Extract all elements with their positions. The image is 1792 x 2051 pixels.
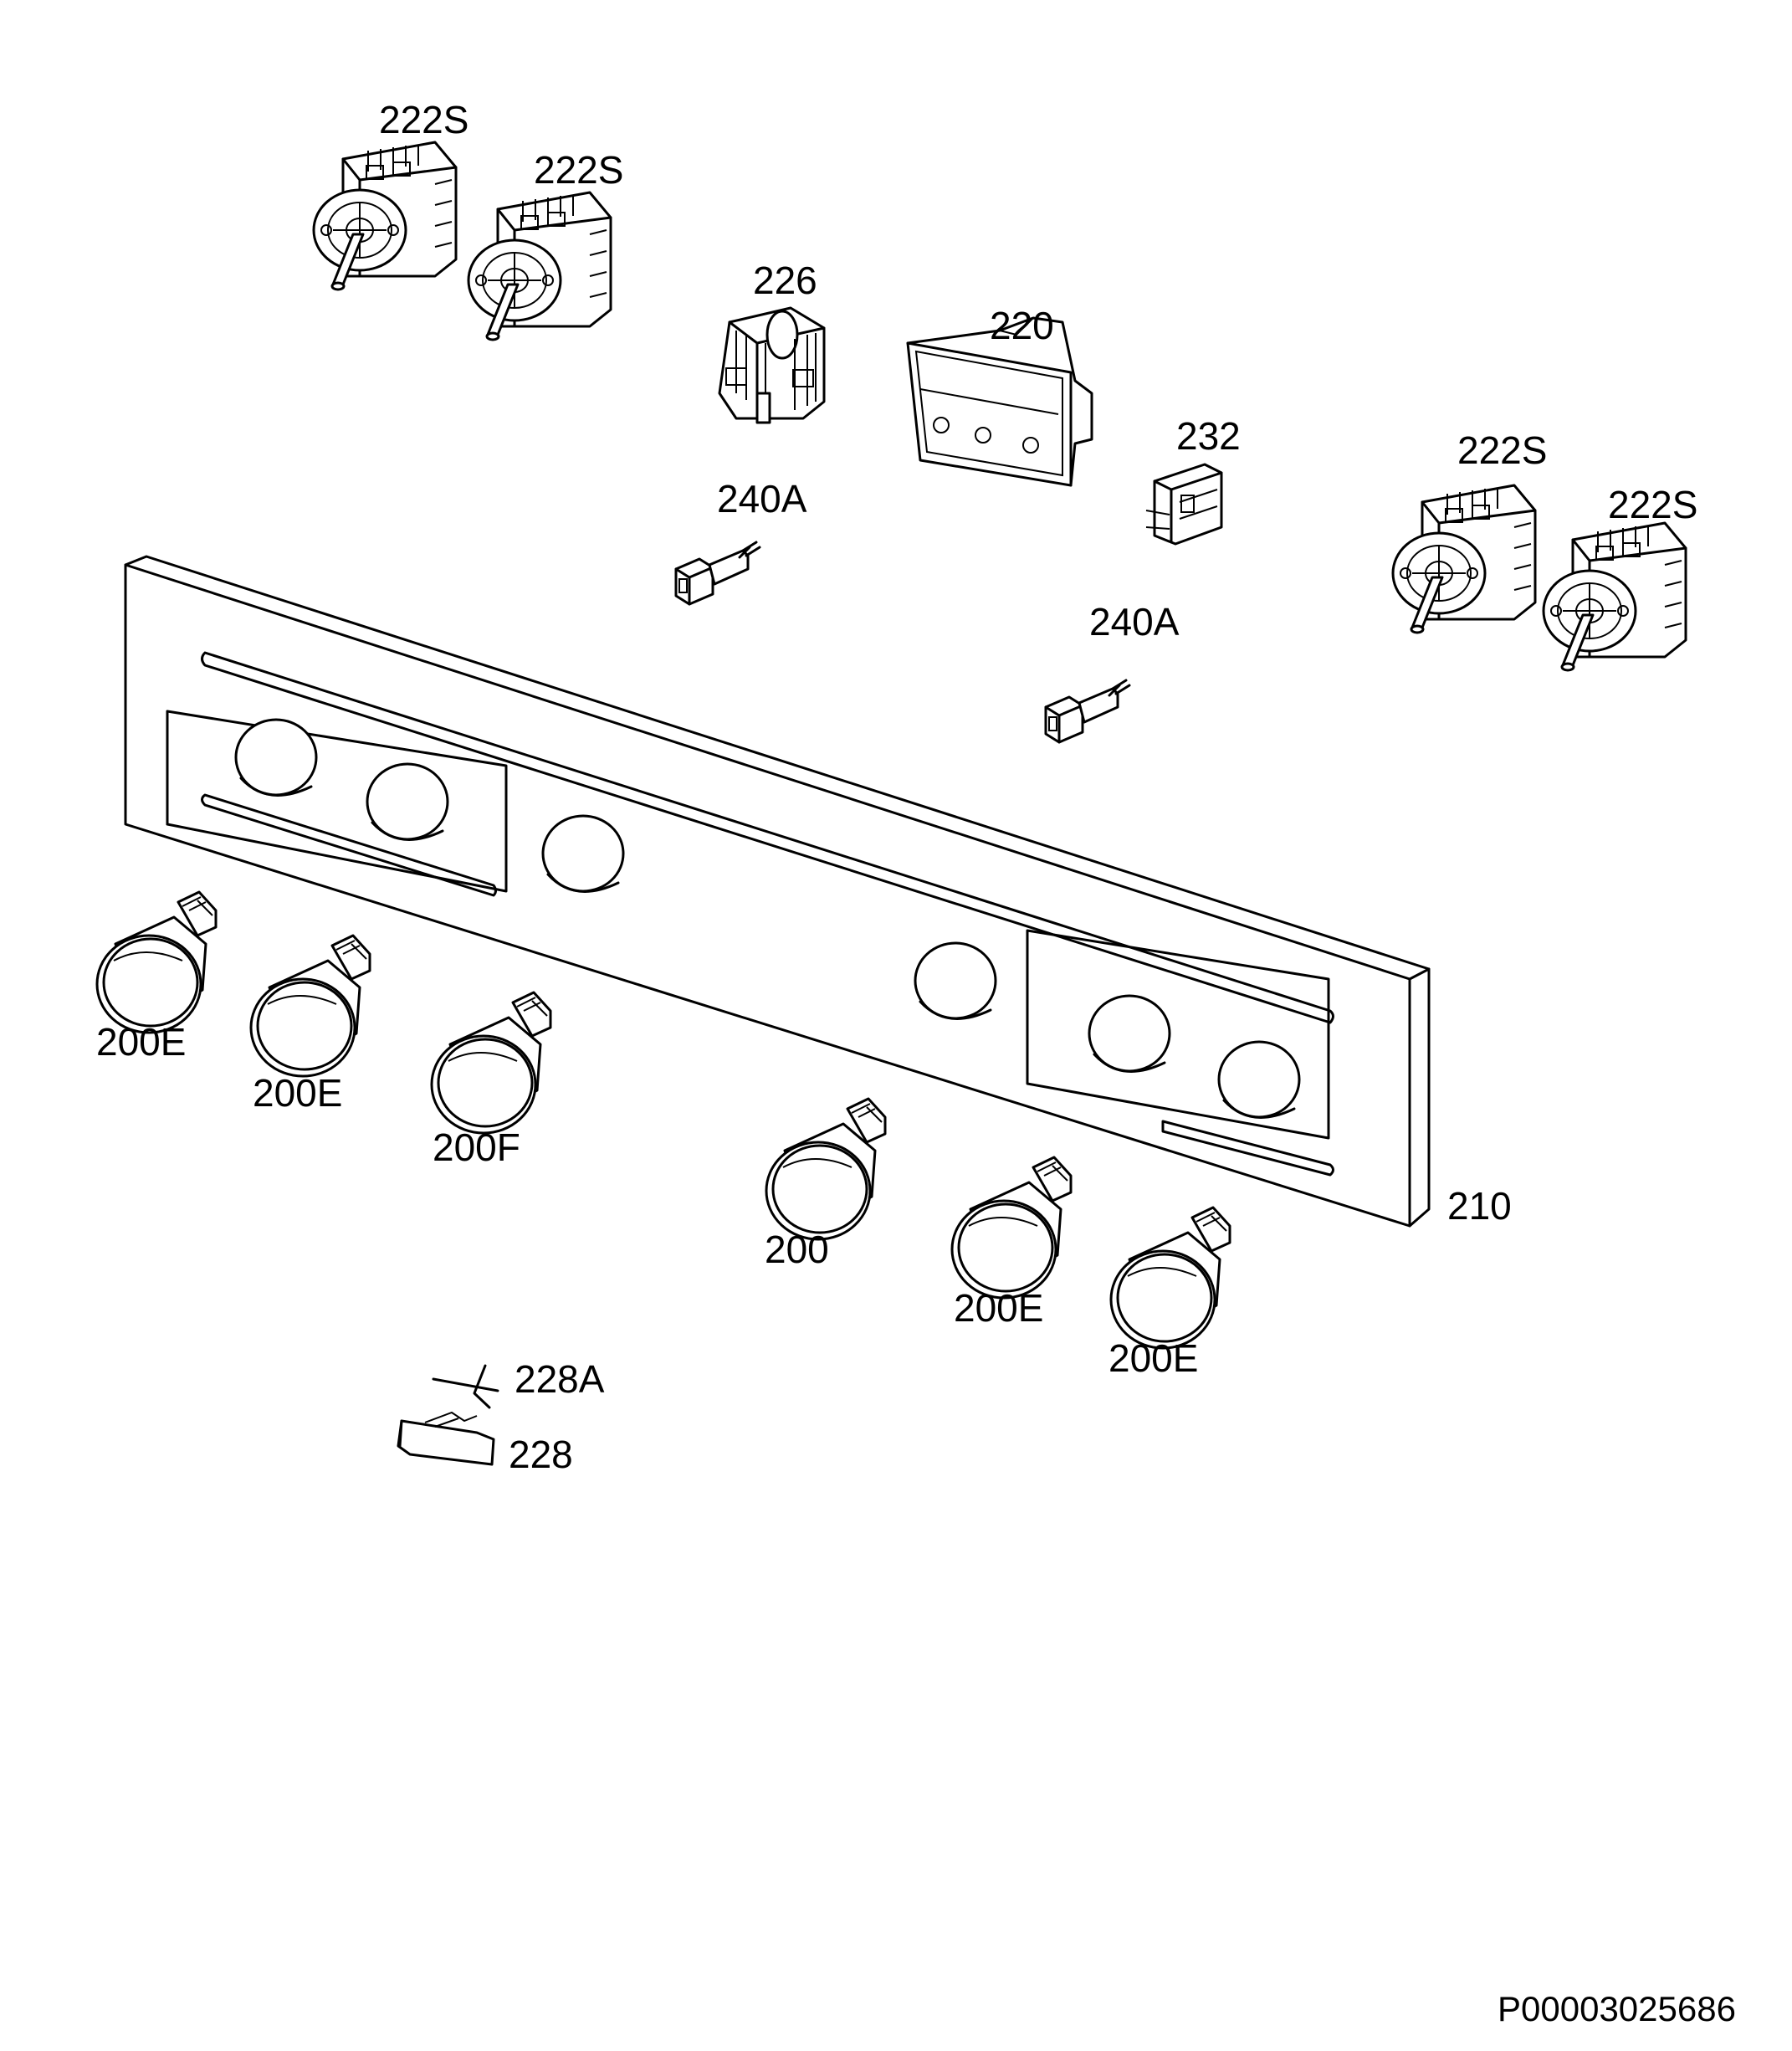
label-knob3: 200F — [433, 1125, 520, 1169]
label-knob1: 200E — [96, 1020, 187, 1064]
knob-200f — [430, 991, 552, 1135]
label-switch: 226 — [753, 259, 817, 302]
label-handle: 228 — [509, 1433, 573, 1476]
rotary-switch-226 — [718, 306, 826, 424]
label-lamp-left: 240A — [717, 477, 807, 520]
thermostat-232 — [1145, 463, 1223, 546]
label-thermostat: 232 — [1176, 414, 1241, 458]
indicator-lamp-left — [674, 541, 761, 606]
label-selector-tl2: 222S — [534, 148, 624, 192]
selector-switch-tl1 — [312, 141, 458, 291]
knob-200 — [765, 1097, 887, 1241]
knob-200e-4 — [1109, 1206, 1231, 1350]
knob-200e-3 — [950, 1156, 1073, 1300]
label-lamp-right: 240A — [1089, 600, 1180, 644]
control-panel-210 — [124, 555, 1431, 1228]
selector-switch-tl2 — [467, 191, 612, 341]
label-knob4: 200 — [765, 1228, 829, 1271]
document-code: P00003025686 — [1498, 1989, 1736, 2028]
handle-228 — [397, 1411, 495, 1466]
label-rod: 228A — [515, 1357, 605, 1401]
selector-switch-r2 — [1542, 521, 1687, 672]
label-bezel: 220 — [990, 304, 1054, 347]
label-selector-r2: 222S — [1608, 483, 1698, 526]
knob-200e-1 — [95, 890, 218, 1034]
label-panel: 210 — [1447, 1184, 1512, 1228]
indicator-lamp-right — [1044, 679, 1131, 744]
label-selector-r1: 222S — [1457, 428, 1548, 472]
label-knob6: 200E — [1108, 1336, 1199, 1380]
display-bezel-220 — [906, 316, 1093, 487]
knob-200e-2 — [249, 934, 371, 1078]
label-knob2: 200E — [253, 1071, 343, 1115]
rod-228a — [432, 1364, 499, 1409]
label-knob5: 200E — [954, 1286, 1044, 1330]
label-selector-tl1: 222S — [379, 98, 469, 141]
selector-switch-r1 — [1391, 484, 1537, 634]
